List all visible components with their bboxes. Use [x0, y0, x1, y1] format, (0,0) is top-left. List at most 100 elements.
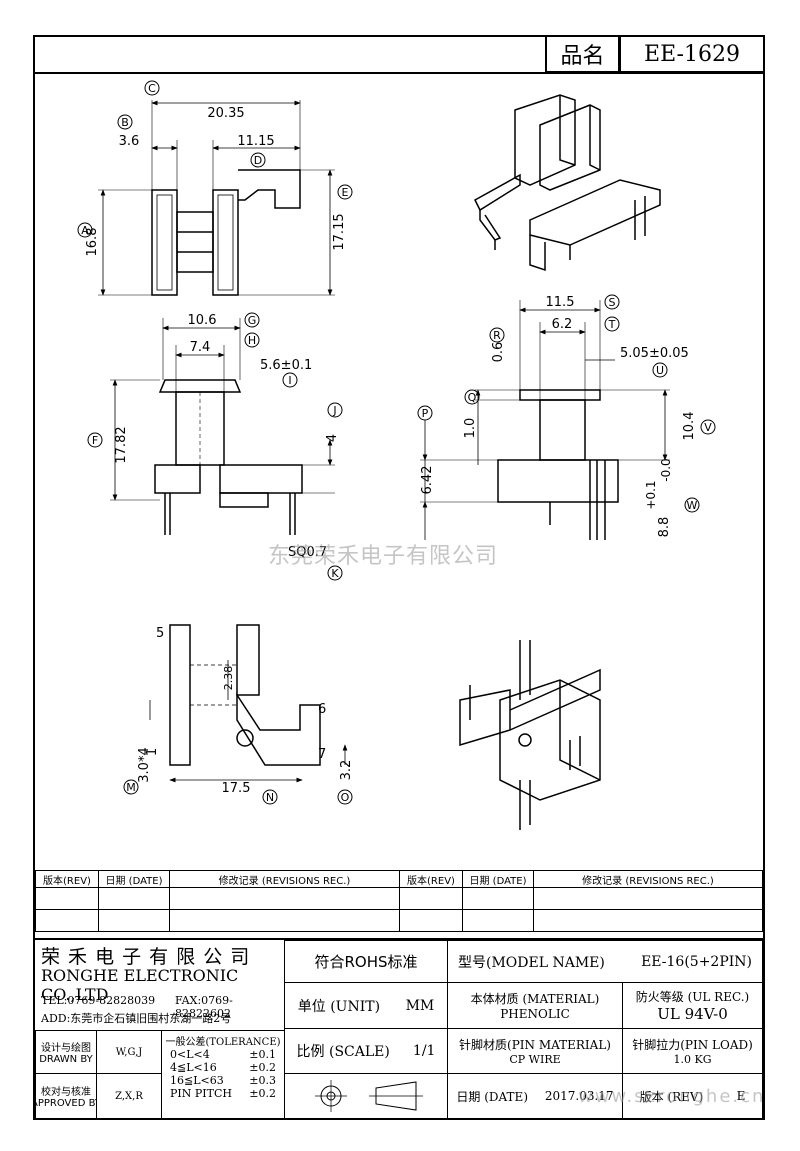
pin-load-cell: 针脚拉力(PIN LOAD) 1.0 KG	[622, 1028, 763, 1074]
label-r: R	[493, 329, 501, 342]
drawn-value: W,G,J	[96, 1030, 162, 1074]
pin-6: 6	[318, 702, 326, 717]
dim-o: 3.2	[339, 760, 354, 781]
scale-value: 1/1	[412, 1043, 436, 1059]
circle-labels: C B D A E G H I F J K S T R U Q V P W M …	[77, 80, 716, 805]
dim-h: 7.4	[190, 340, 211, 355]
label-m: M	[126, 781, 136, 794]
label-j: J	[332, 404, 336, 417]
header-rule	[33, 72, 765, 74]
scale-row: 比例 (SCALE) 1/1	[284, 1028, 448, 1074]
dim-e: 17.15	[332, 213, 347, 250]
company-box: 荣 禾 电 子 有 限 公 司 RONGHE ELECTRONIC CO.,LT…	[35, 940, 285, 1030]
front-view	[110, 318, 335, 535]
material-cell: 本体材质 (MATERIAL) PHENOLIC	[447, 982, 623, 1029]
dim-c: 20.35	[207, 106, 244, 121]
dim-i: 5.6±0.1	[260, 358, 312, 373]
title-block: 荣 禾 电 子 有 限 公 司 RONGHE ELECTRONIC CO.,LT…	[35, 938, 763, 1120]
pin-material-label: 针脚材质(PIN MATERIAL)	[459, 1038, 611, 1052]
dim-b: 3.6	[119, 134, 140, 149]
drawing-views: 20.35 3.6 11.15 16.8 17.15	[77, 80, 716, 830]
company-fax: FAX:0769-82822602	[175, 994, 233, 1020]
date-value: 2017.03.17	[544, 1089, 614, 1103]
revision-table: 版本(REV) 日期 (DATE) 修改记录 (REVISIONS REC.) …	[35, 870, 763, 932]
dim-j: 4	[325, 434, 340, 442]
watermark-url: www.szronghe.cn	[578, 1086, 766, 1107]
label-s: S	[609, 296, 616, 309]
model-label: 型号(MODEL NAME)	[458, 954, 605, 971]
rev-header-1: 版本(REV)	[35, 870, 99, 888]
dim-a: 16.8	[85, 228, 100, 257]
label-o: O	[341, 791, 350, 804]
label-w: W	[687, 499, 698, 512]
label-k: K	[331, 567, 339, 580]
material-value: PHENOLIC	[500, 1007, 570, 1021]
dim-n: 17.5	[222, 781, 251, 796]
fire-cell: 防火等级 (UL REC.) UL 94V-0	[622, 982, 763, 1029]
dim-k: SQ0.7	[288, 545, 327, 560]
dim-t: 6.2	[552, 317, 573, 332]
pin-5: 5	[156, 626, 164, 641]
pin-7: 7	[318, 747, 326, 762]
version-row: 版本 (REV) E	[622, 1073, 763, 1119]
label-d: D	[254, 154, 262, 167]
version-label: 版本 (REV)	[639, 1089, 704, 1104]
iso-view-top	[474, 94, 661, 272]
label-f: F	[92, 434, 98, 447]
dim-2-38: 2.38	[222, 666, 235, 691]
fire-label: 防火等级 (UL REC.)	[635, 990, 750, 1004]
dim-v: 10.4	[682, 412, 697, 441]
date-header-2: 日期 (DATE)	[462, 870, 534, 888]
dim-q: 1.0	[463, 418, 478, 439]
pin-load-value: 1.0 KG	[673, 1053, 712, 1066]
label-a: A	[81, 224, 89, 237]
dim-m: 3.0*4	[137, 747, 152, 782]
unit-row: 单位 (UNIT) MM	[284, 982, 448, 1029]
drawn-label: DRAWN BY	[39, 1054, 93, 1065]
designed-label: 设计与绘图	[41, 1043, 91, 1054]
fire-value: UL 94V-0	[657, 1005, 728, 1023]
label-b: B	[121, 116, 129, 129]
dim-w: 8.8	[657, 517, 672, 538]
watermark-text: 东莞荣禾电子有限公司	[268, 544, 499, 569]
tolerance-table: 一般公差(TOLERANCE) 0<L<4±0.1 4≦L<16±0.2 16≦…	[161, 1030, 285, 1119]
tol-row: PIN PITCH±0.2	[170, 1087, 276, 1100]
label-t: T	[608, 318, 616, 331]
pin-1: 1	[145, 748, 160, 756]
company-tel: TEL:0769-82828039	[41, 994, 156, 1007]
side-view	[420, 300, 670, 540]
version-value: E	[736, 1089, 746, 1103]
iso-view-bottom	[459, 640, 601, 830]
approved-cell: 校对与核准 APPROVED BY	[35, 1073, 97, 1119]
unit-label: 单位 (UNIT)	[297, 998, 381, 1015]
designed-cell: 设计与绘图 DRAWN BY	[35, 1030, 97, 1074]
dim-f: 17.82	[114, 426, 129, 463]
label-g: G	[248, 314, 257, 327]
model-value: EE-16(5+2PIN)	[641, 953, 752, 970]
model-row: 型号(MODEL NAME) EE-16(5+2PIN)	[447, 940, 763, 983]
dim-g: 10.6	[188, 313, 217, 328]
date-header-1: 日期 (DATE)	[98, 870, 170, 888]
top-view	[98, 100, 335, 296]
date-label: 日期 (DATE)	[456, 1089, 528, 1104]
pin-material-cell: 针脚材质(PIN MATERIAL) CP WIRE	[447, 1028, 623, 1074]
dim-w-minus: -0.0	[659, 458, 673, 481]
label-v: V	[704, 421, 712, 434]
company-address: ADD:东莞市企石镇旧围村东湖一路2号	[41, 1012, 232, 1025]
drawing-frame	[33, 35, 765, 1120]
material-label: 本体材质 (MATERIAL)	[470, 992, 600, 1006]
label-n: N	[266, 791, 274, 804]
pin-load-label: 针脚拉力(PIN LOAD)	[632, 1038, 753, 1052]
rec-header-2: 修改记录 (REVISIONS REC.)	[533, 870, 763, 888]
approved-value: Z,X,R	[96, 1073, 162, 1119]
projection-symbol-cell	[284, 1073, 448, 1119]
dim-d: 11.15	[237, 134, 274, 149]
checked-label: 校对与核准	[41, 1087, 91, 1098]
label-u: U	[656, 364, 664, 377]
tol-row: 0<L<4±0.1	[170, 1048, 276, 1061]
dim-p: 6.42	[420, 466, 435, 495]
label-p: P	[422, 407, 429, 420]
date-row: 日期 (DATE) 2017.03.17	[447, 1073, 623, 1119]
label-h: H	[248, 334, 256, 347]
unit-value: MM	[405, 997, 435, 1014]
